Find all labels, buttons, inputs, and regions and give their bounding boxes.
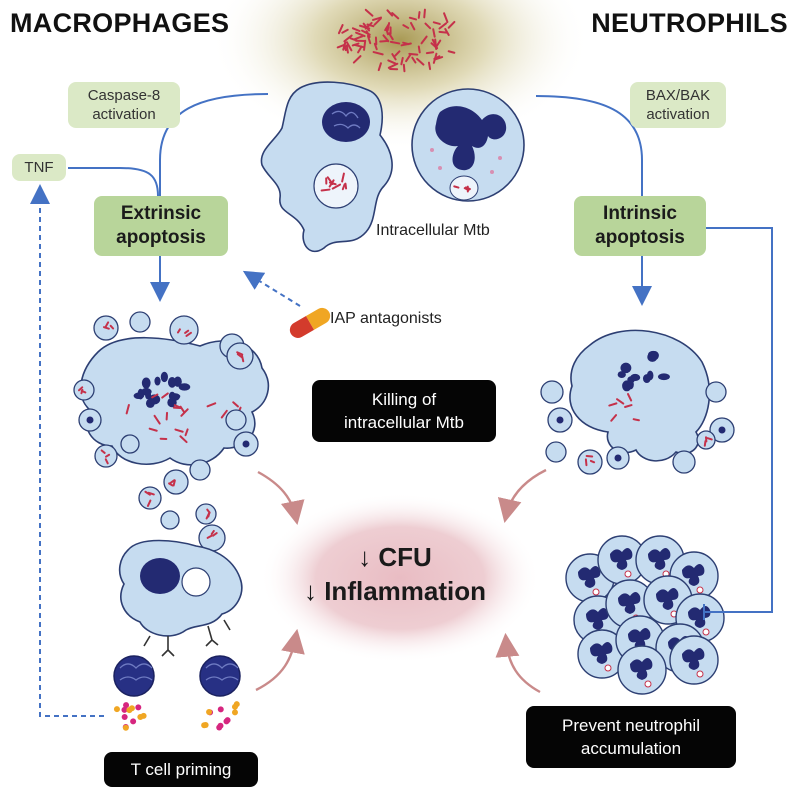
- extrinsic-apoptosis-box: Extrinsic apoptosis: [94, 196, 228, 256]
- infection-glow: [210, 0, 590, 150]
- tnf-label: TNF: [12, 154, 66, 181]
- baxbak-line2: activation: [646, 106, 710, 123]
- caspase8-line2: activation: [92, 106, 156, 123]
- cfu-decrease: ↓ CFU: [358, 542, 432, 572]
- pill-icon: [289, 307, 331, 338]
- baxbak-line1: BAX/BAK: [645, 87, 711, 104]
- neutrophil-cluster-icon: [565, 535, 725, 695]
- signal-arrows: [30, 93, 773, 717]
- inflammation-decrease: ↓ Inflammation: [303, 576, 486, 606]
- macrophage-icon: [260, 81, 393, 253]
- baxbak-label: BAX/BAK activation: [630, 82, 726, 128]
- extrinsic-line1: Extrinsic: [120, 203, 202, 224]
- intrinsic-apoptosis-box: Intrinsic apoptosis: [574, 196, 706, 256]
- killing-box: Killing of intracellular Mtb: [312, 380, 496, 442]
- killing-line1: Killing of: [371, 390, 437, 409]
- caspase8-line1: Caspase-8: [87, 87, 161, 104]
- prevent-accumulation-box: Prevent neutrophil accumulation: [526, 706, 736, 768]
- macrophage-tcell-icon: [118, 539, 243, 657]
- killing-line2: intracellular Mtb: [344, 413, 464, 432]
- outcome-text: ↓ CFU ↓ Inflammation: [285, 540, 505, 608]
- cytokine-dots: [113, 701, 240, 731]
- intrinsic-line2: apoptosis: [595, 227, 685, 248]
- outcome-arrows: [255, 468, 547, 694]
- caspase8-label: Caspase-8 activation: [68, 82, 180, 128]
- extrinsic-line2: apoptosis: [116, 227, 206, 248]
- neutrophil-icon: [411, 88, 525, 202]
- apoptotic-macrophage-icon: [80, 336, 270, 466]
- tcell-priming-box: T cell priming: [104, 752, 258, 787]
- header-macrophages: MACROPHAGES: [10, 8, 230, 38]
- prevent-line1: Prevent neutrophil: [562, 716, 700, 735]
- t-cell-icon: [113, 655, 241, 697]
- intrinsic-line1: Intrinsic: [603, 203, 677, 224]
- header-neutrophils: NEUTROPHILS: [591, 8, 788, 38]
- apoptotic-neutrophil-icon: [569, 329, 711, 462]
- prevent-line2: accumulation: [580, 739, 682, 758]
- apoptotic-bodies-right: [540, 380, 735, 475]
- iap-antagonists-label: IAP antagonists: [330, 310, 442, 327]
- bacteria-cluster-icon: [336, 8, 456, 73]
- outcome-glow: [260, 493, 540, 663]
- intracellular-mtb-label: Intracellular Mtb: [376, 222, 490, 239]
